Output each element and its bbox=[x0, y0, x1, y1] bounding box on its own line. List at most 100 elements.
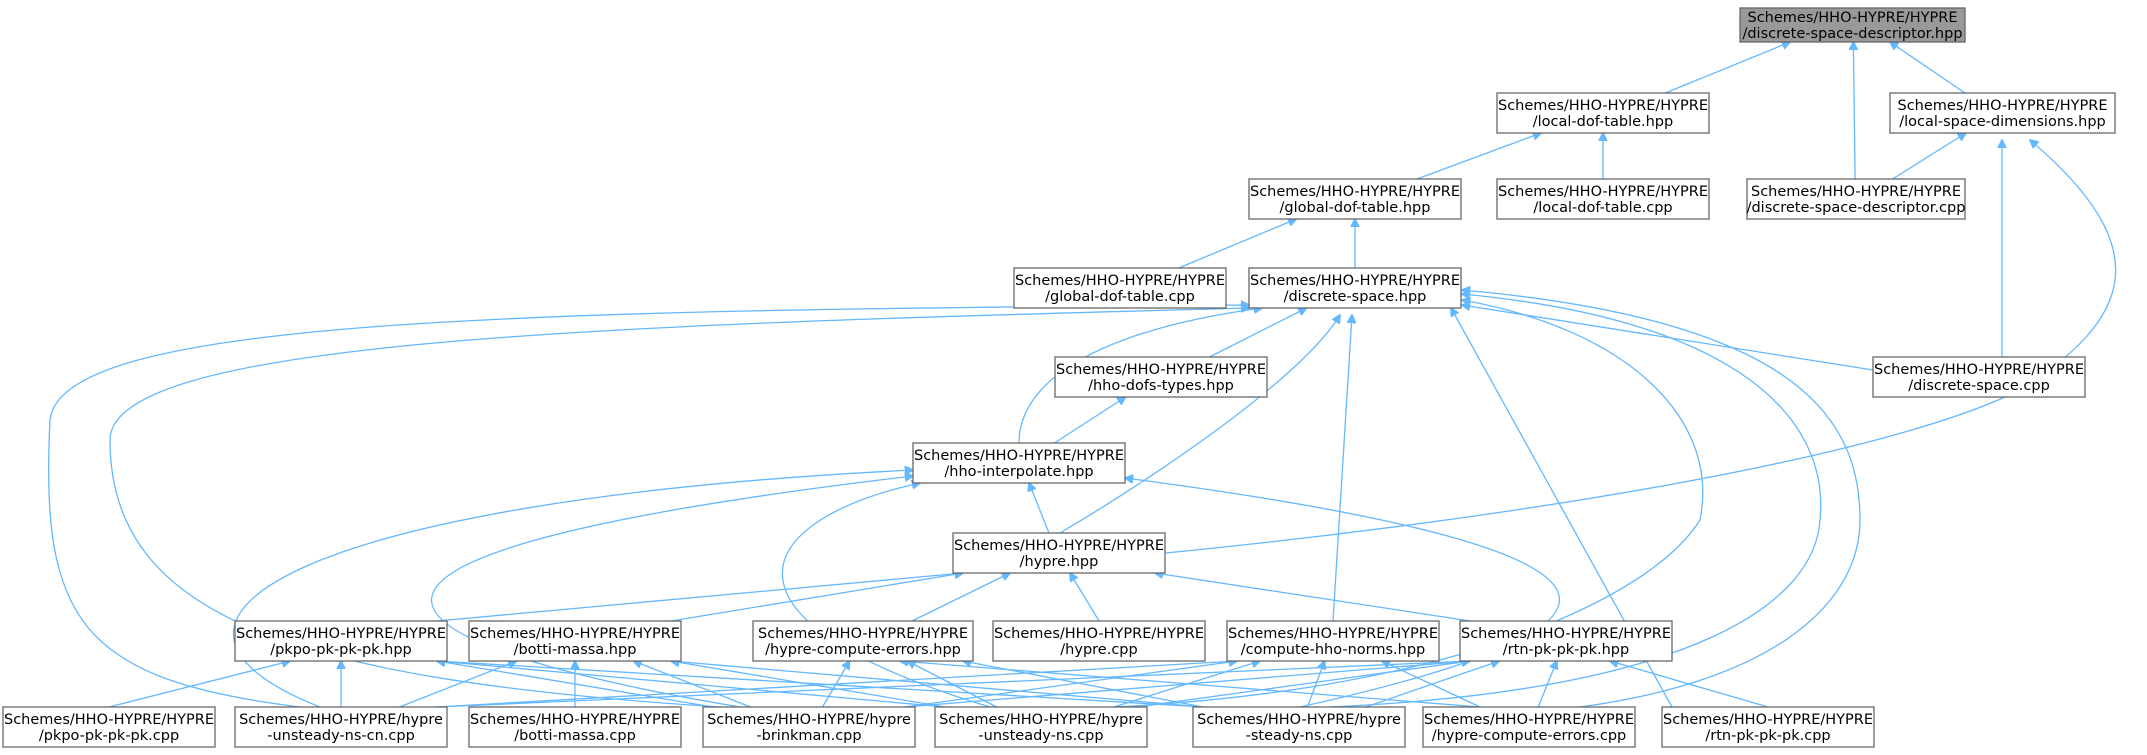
node-label-path: Schemes/HHO-HYPRE/hypre bbox=[1197, 712, 1401, 728]
node-label-path: Schemes/HHO-HYPRE/HYPRE bbox=[954, 538, 1164, 554]
node-pkpo_cpp[interactable]: Schemes/HHO-HYPRE/HYPRE/pkpo-pk-pk-pk.cp… bbox=[2, 706, 216, 748]
node-label-path: Schemes/HHO-HYPRE/HYPRE bbox=[1250, 184, 1460, 200]
node-uncn_cpp[interactable]: Schemes/HHO-HYPRE/hypre-unsteady-ns-cn.c… bbox=[234, 706, 448, 748]
node-box[interactable] bbox=[1192, 706, 1406, 748]
node-box[interactable] bbox=[468, 620, 682, 662]
node-box[interactable] bbox=[702, 706, 916, 748]
node-label-path: Schemes/HHO-HYPRE/HYPRE bbox=[994, 626, 1204, 642]
node-label-file: /local-dof-table.hpp bbox=[1533, 114, 1673, 130]
node-un_cpp[interactable]: Schemes/HHO-HYPRE/hypre-unsteady-ns.cpp bbox=[934, 706, 1148, 748]
node-rtn_hpp[interactable]: Schemes/HHO-HYPRE/HYPRE/rtn-pk-pk-pk.hpp bbox=[1459, 620, 1673, 662]
edge-pkpo_hpp-to-hypre_hpp bbox=[436, 573, 963, 622]
node-label-path: Schemes/HHO-HYPRE/HYPRE bbox=[1250, 273, 1460, 289]
edge-gdt_cpp-to-gdt_hpp bbox=[1178, 219, 1297, 269]
edge-un_cpp-to-hi_hpp bbox=[781, 483, 991, 708]
node-box[interactable] bbox=[2, 706, 216, 748]
node-ds_hpp[interactable]: Schemes/HHO-HYPRE/HYPRE/discrete-space.h… bbox=[1248, 267, 1462, 309]
node-label-file: /local-space-dimensions.hpp bbox=[1899, 114, 2106, 130]
node-box[interactable] bbox=[1459, 620, 1673, 662]
node-gdt_cpp[interactable]: Schemes/HHO-HYPRE/HYPRE/global-dof-table… bbox=[1013, 267, 1227, 309]
node-box[interactable] bbox=[1872, 356, 2086, 398]
node-label-path: Schemes/HHO-HYPRE/HYPRE bbox=[1228, 626, 1438, 642]
node-box[interactable] bbox=[1226, 620, 1440, 662]
node-box[interactable] bbox=[1661, 706, 1875, 748]
edge-br_cpp-to-chn_hpp bbox=[904, 661, 1237, 708]
node-label-file: /hypre.cpp bbox=[1060, 642, 1137, 658]
node-lsd_hpp[interactable]: Schemes/HHO-HYPRE/HYPRE/local-space-dime… bbox=[1889, 92, 2116, 134]
node-sn_cpp[interactable]: Schemes/HHO-HYPRE/hypre-steady-ns.cpp bbox=[1192, 706, 1406, 748]
node-box[interactable] bbox=[1013, 267, 1227, 309]
edge-rtn_cpp-to-rtn_hpp bbox=[1610, 661, 1769, 708]
node-label-file: /pkpo-pk-pk-pk.hpp bbox=[270, 642, 412, 658]
node-box[interactable] bbox=[1889, 92, 2116, 134]
node-hypre_hpp[interactable]: Schemes/HHO-HYPRE/HYPRE/hypre.hpp bbox=[952, 532, 1166, 574]
node-label-path: Schemes/HHO-HYPRE/HYPRE bbox=[470, 712, 680, 728]
node-bm_hpp[interactable]: Schemes/HHO-HYPRE/HYPRE/botti-massa.hpp bbox=[468, 620, 682, 662]
node-box[interactable] bbox=[234, 706, 448, 748]
edge-uncn_cpp-to-rtn_hpp bbox=[436, 661, 1470, 708]
node-ds_cpp[interactable]: Schemes/HHO-HYPRE/HYPRE/discrete-space.c… bbox=[1872, 356, 2086, 398]
node-box[interactable] bbox=[1248, 178, 1462, 220]
node-box[interactable] bbox=[1248, 267, 1462, 309]
edge-ds_cpp-to-ds_hpp bbox=[1462, 305, 1874, 371]
node-bm_cpp[interactable]: Schemes/HHO-HYPRE/HYPRE/botti-massa.cpp bbox=[468, 706, 682, 748]
edge-uncn_cpp-to-chn_hpp bbox=[436, 661, 1237, 708]
node-label-file: -unsteady-ns-cn.cpp bbox=[267, 728, 415, 744]
node-hce_hpp[interactable]: Schemes/HHO-HYPRE/HYPRE/hypre-compute-er… bbox=[752, 620, 974, 662]
edge-hypre_cpp-to-hypre_hpp bbox=[1070, 573, 1100, 622]
node-label-file: /rtn-pk-pk-pk.cpp bbox=[1705, 728, 1830, 744]
edge-dsd_cpp-to-root bbox=[1853, 42, 1855, 180]
node-hce_cpp[interactable]: Schemes/HHO-HYPRE/HYPRE/hypre-compute-er… bbox=[1422, 706, 1636, 748]
node-dsd_cpp[interactable]: Schemes/HHO-HYPRE/HYPRE/discrete-space-d… bbox=[1746, 178, 1966, 220]
node-label-file: /discrete-space-descriptor.cpp bbox=[1747, 200, 1966, 216]
edge-sn_cpp-to-rtn_hpp bbox=[1365, 661, 1500, 708]
node-box[interactable] bbox=[752, 620, 974, 662]
node-box[interactable] bbox=[234, 620, 448, 662]
node-box[interactable] bbox=[1496, 178, 1710, 220]
node-box[interactable] bbox=[1054, 356, 1268, 398]
node-label-file: /compute-hho-norms.hpp bbox=[1241, 642, 1426, 658]
node-box[interactable] bbox=[468, 706, 682, 748]
edge-lsd_hpp-to-root bbox=[1890, 42, 1966, 94]
node-box[interactable] bbox=[1496, 92, 1710, 134]
edge-br_cpp-to-hi_hpp bbox=[430, 476, 913, 708]
node-hi_hpp[interactable]: Schemes/HHO-HYPRE/HYPRE/hho-interpolate.… bbox=[912, 442, 1126, 484]
node-box[interactable] bbox=[912, 442, 1126, 484]
node-label-file: /discrete-space.cpp bbox=[1908, 378, 2050, 394]
node-label-path: Schemes/HHO-HYPRE/hypre bbox=[239, 712, 443, 728]
node-label-path: Schemes/HHO-HYPRE/HYPRE bbox=[758, 626, 968, 642]
edge-uncn_cpp-to-bm_hpp bbox=[399, 661, 517, 708]
node-hdt_hpp[interactable]: Schemes/HHO-HYPRE/HYPRE/hho-dofs-types.h… bbox=[1054, 356, 1268, 398]
edge-sn_cpp-to-bm_hpp bbox=[671, 661, 1204, 708]
node-box[interactable] bbox=[952, 532, 1166, 574]
node-ldt_hpp[interactable]: Schemes/HHO-HYPRE/HYPRE/local-dof-table.… bbox=[1496, 92, 1710, 134]
edge-un_cpp-to-ds_hpp bbox=[1114, 300, 1704, 708]
node-label-file: /local-dof-table.cpp bbox=[1533, 200, 1672, 216]
node-box[interactable] bbox=[1746, 178, 1966, 220]
node-box[interactable] bbox=[934, 706, 1148, 748]
node-root[interactable]: Schemes/HHO-HYPRE/HYPRE/discrete-space-d… bbox=[1739, 7, 1966, 43]
node-box[interactable] bbox=[1739, 7, 1966, 43]
edge-hypre_hpp-to-ds_hpp bbox=[1059, 315, 1340, 534]
node-chn_hpp[interactable]: Schemes/HHO-HYPRE/HYPRE/compute-hho-norm… bbox=[1226, 620, 1440, 662]
node-rtn_cpp[interactable]: Schemes/HHO-HYPRE/HYPRE/rtn-pk-pk-pk.cpp bbox=[1661, 706, 1875, 748]
edge-rtn_hpp-to-hypre_hpp bbox=[1155, 573, 1471, 622]
node-gdt_hpp[interactable]: Schemes/HHO-HYPRE/HYPRE/global-dof-table… bbox=[1248, 178, 1462, 220]
node-box[interactable] bbox=[992, 620, 1206, 662]
node-box[interactable] bbox=[1422, 706, 1636, 748]
edge-hi_hpp-to-hdt_hpp bbox=[1054, 397, 1126, 444]
node-label-file: /global-dof-table.hpp bbox=[1280, 200, 1431, 216]
edge-pkpo_cpp-to-pkpo_hpp bbox=[108, 661, 290, 708]
edge-sn_cpp-to-pkpo_hpp bbox=[437, 661, 1204, 708]
node-ldt_cpp[interactable]: Schemes/HHO-HYPRE/HYPRE/local-dof-table.… bbox=[1496, 178, 1710, 220]
node-hypre_cpp[interactable]: Schemes/HHO-HYPRE/HYPRE/hypre.cpp bbox=[992, 620, 1206, 662]
node-pkpo_hpp[interactable]: Schemes/HHO-HYPRE/HYPRE/pkpo-pk-pk-pk.hp… bbox=[234, 620, 448, 662]
node-label-file: /hypre-compute-errors.hpp bbox=[765, 642, 961, 658]
node-label-path: Schemes/HHO-HYPRE/HYPRE bbox=[1056, 362, 1266, 378]
node-br_cpp[interactable]: Schemes/HHO-HYPRE/hypre-brinkman.cpp bbox=[702, 706, 916, 748]
node-label-path: Schemes/HHO-HYPRE/HYPRE bbox=[1498, 184, 1708, 200]
edge-dsd_cpp-to-lsd_hpp bbox=[1892, 133, 1966, 180]
edge-chn_hpp-to-ds_hpp bbox=[1332, 315, 1352, 622]
edge-hypre_hpp-to-lsd_hpp bbox=[1165, 140, 2117, 554]
